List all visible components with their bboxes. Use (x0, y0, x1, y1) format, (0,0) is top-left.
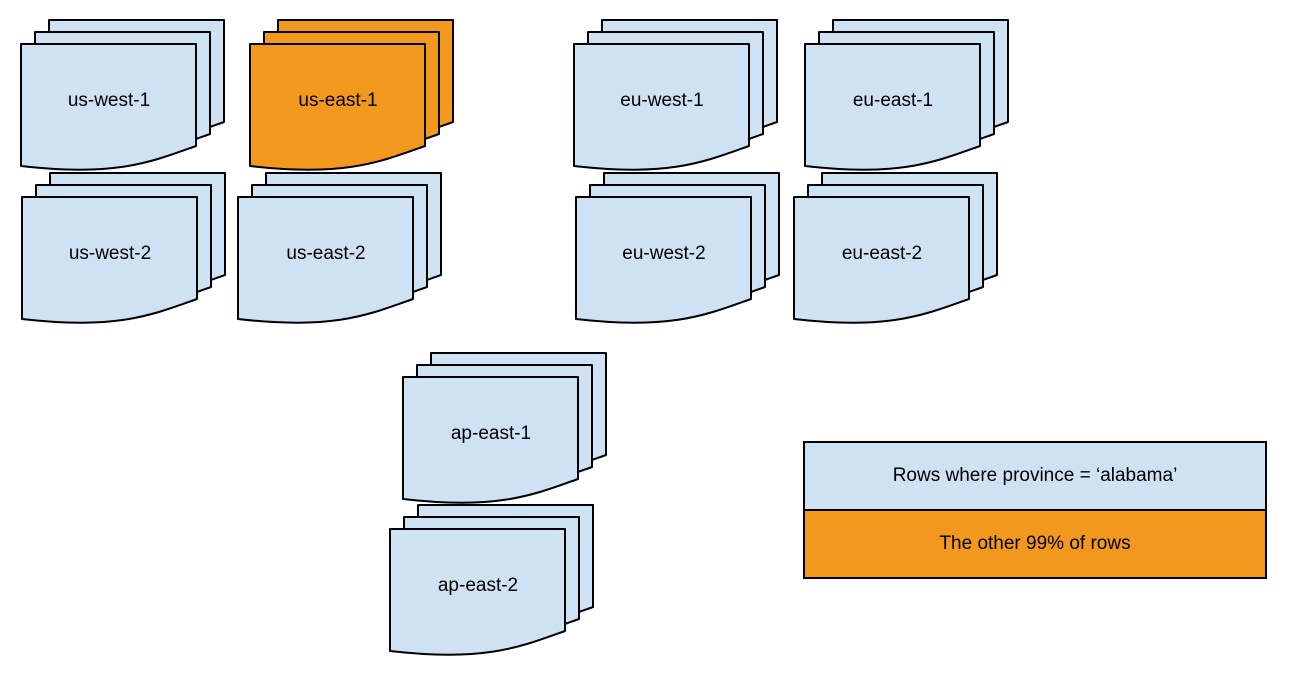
region-label: eu-east-1 (852, 90, 934, 111)
legend-row-other: The other 99% of rows (803, 509, 1267, 579)
region-document-stack: us-west-1 (20, 19, 226, 175)
legend-row-other-label: The other 99% of rows (939, 533, 1131, 554)
region-document-stack: us-east-2 (237, 172, 443, 328)
region-label: us-east-1 (298, 90, 378, 111)
region-label: us-east-2 (286, 243, 366, 264)
document-stack-icon (402, 352, 607, 504)
document-stack-icon (237, 172, 442, 324)
region-document-stack: ap-east-1 (402, 352, 608, 508)
region-label: ap-east-1 (450, 423, 532, 444)
document-stack-icon (249, 19, 454, 171)
document-stack-icon (793, 172, 998, 324)
region-label: eu-west-2 (622, 243, 706, 264)
region-document-stack: eu-west-1 (573, 19, 779, 175)
region-document-stack: us-west-2 (21, 172, 227, 328)
legend-row-alabama: Rows where province = ‘alabama’ (803, 441, 1267, 511)
document-stack-icon (20, 19, 225, 171)
document-stack-icon (804, 19, 1009, 171)
region-label: eu-west-1 (620, 90, 704, 111)
document-stack-icon (573, 19, 778, 171)
region-document-stack: eu-west-2 (575, 172, 781, 328)
region-label: ap-east-2 (437, 575, 519, 596)
region-label: us-west-1 (67, 90, 151, 111)
region-label: us-west-2 (68, 243, 152, 264)
legend-box: Rows where province = ‘alabama’ The othe… (803, 441, 1267, 579)
document-stack-icon (389, 504, 594, 656)
region-label: eu-east-2 (841, 243, 923, 264)
region-document-stack: eu-east-2 (793, 172, 999, 328)
document-stack-icon (575, 172, 780, 324)
legend-row-alabama-label: Rows where province = ‘alabama’ (892, 465, 1178, 486)
region-document-stack: eu-east-1 (804, 19, 1010, 175)
region-document-stack: ap-east-2 (389, 504, 595, 660)
document-stack-icon (21, 172, 226, 324)
region-document-stack: us-east-1 (249, 19, 455, 175)
